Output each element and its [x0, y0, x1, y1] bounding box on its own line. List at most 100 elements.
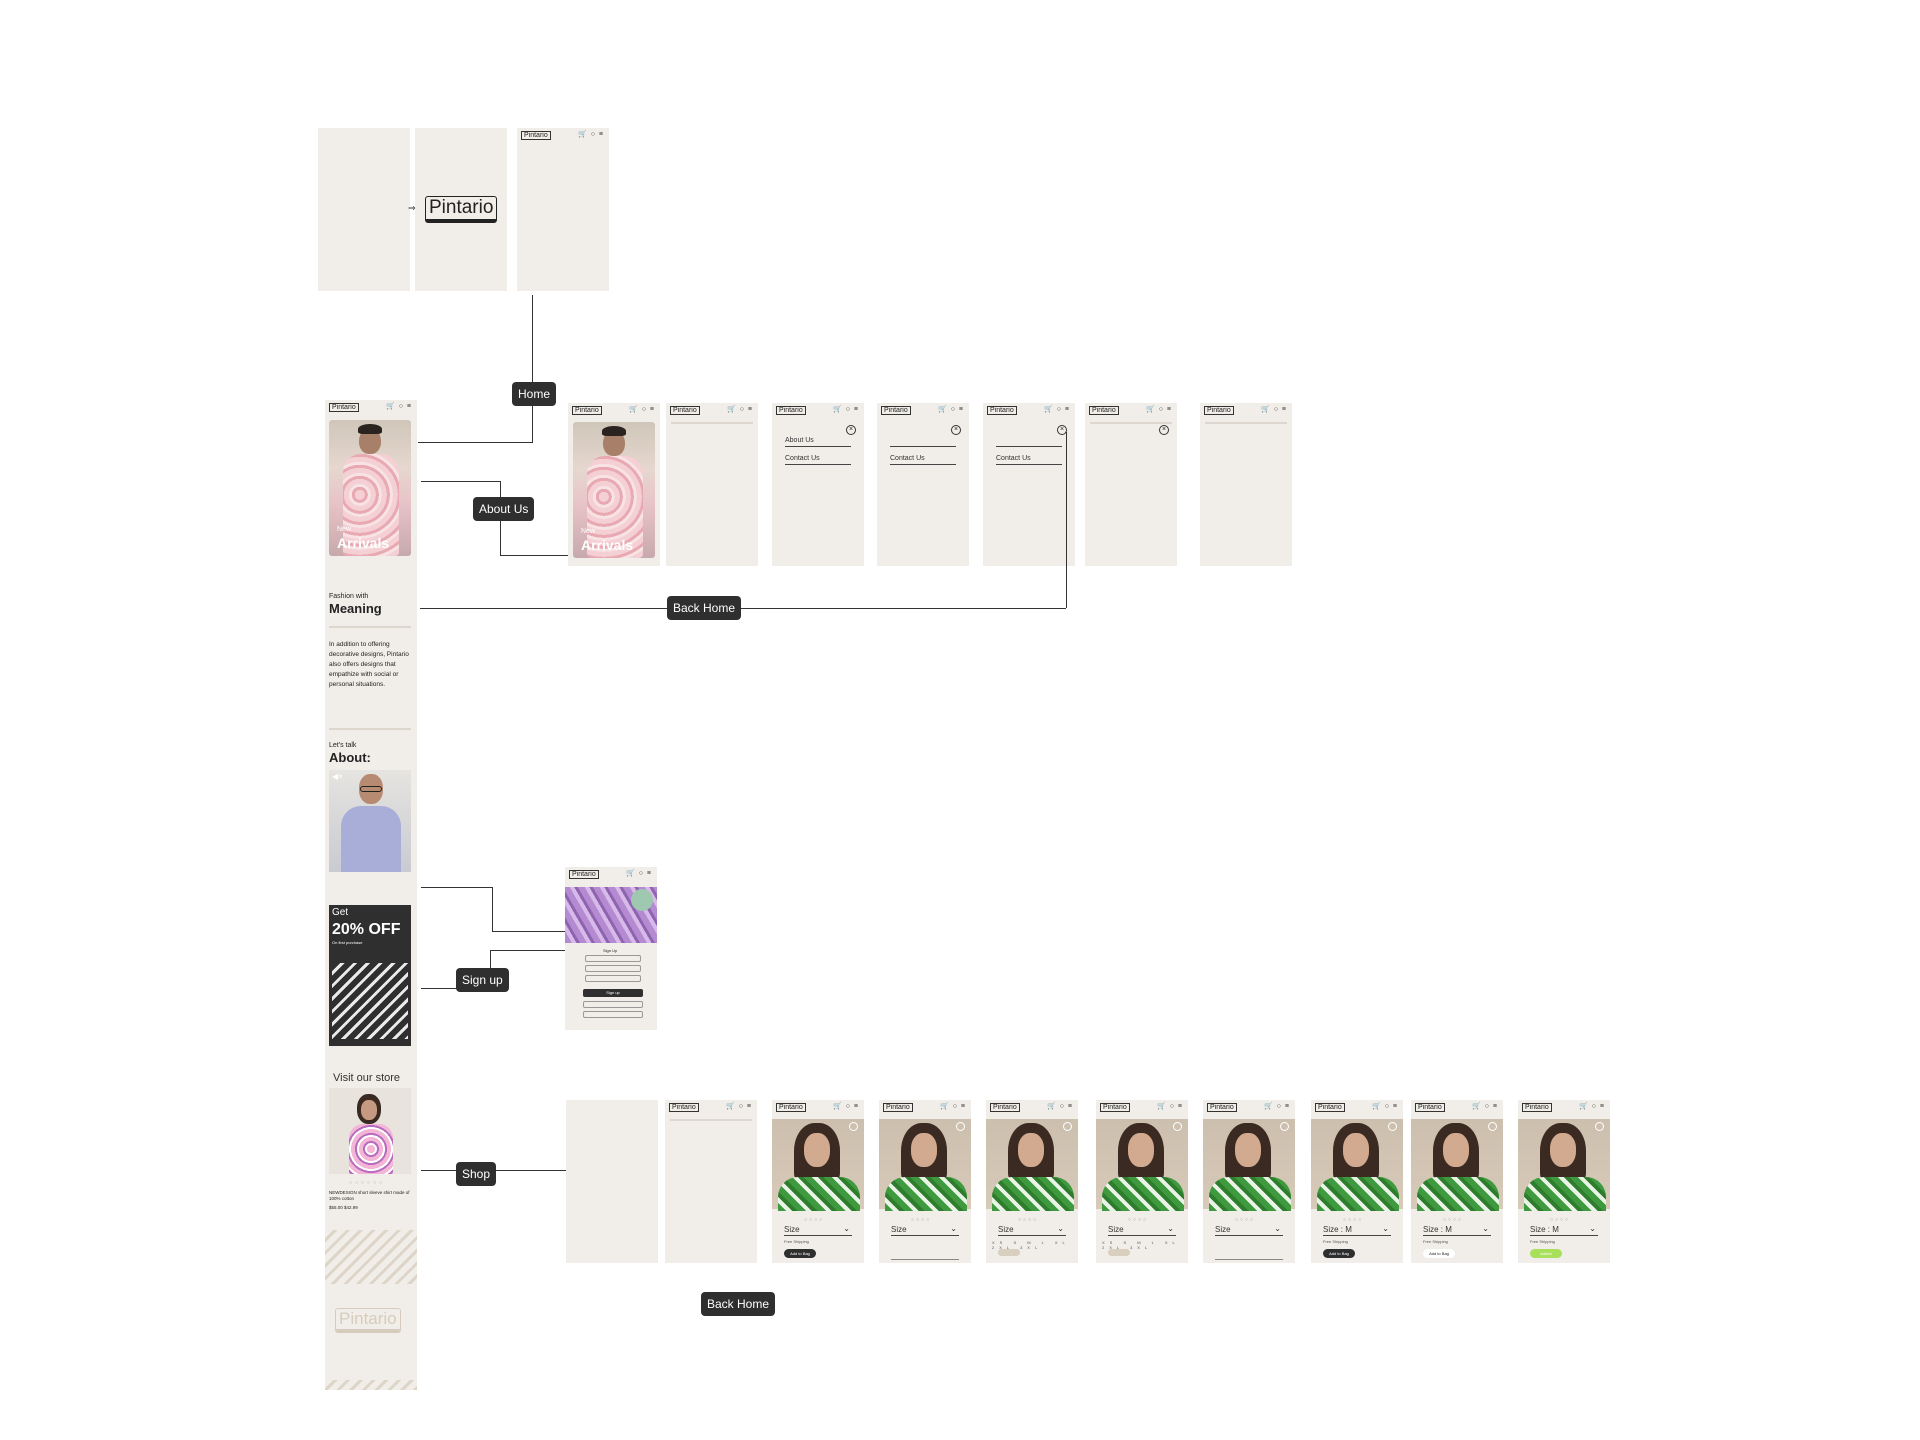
hero-image[interactable]: New Arrivals [573, 422, 655, 558]
size-select[interactable]: Size : M⌄ [1423, 1224, 1491, 1236]
nav-icons[interactable]: 🛒 ○ ≡ [1472, 1103, 1498, 1110]
close-icon[interactable] [1063, 1122, 1072, 1131]
logo[interactable]: Pintario [1315, 1103, 1345, 1112]
size-select[interactable]: Size : M⌄ [1323, 1224, 1391, 1236]
carousel-dots[interactable]: ○○○○ [1343, 1217, 1364, 1223]
close-icon[interactable] [1173, 1122, 1182, 1131]
product-image[interactable] [1096, 1119, 1188, 1211]
size-select[interactable]: Size⌄ [891, 1224, 959, 1236]
size-options[interactable]: XS S M L XL 2XL 3XL [992, 1240, 1070, 1250]
apple-signup-button[interactable] [583, 1011, 643, 1018]
menu-item-about[interactable]: About Us [785, 437, 851, 447]
product-image[interactable] [772, 1119, 864, 1211]
nav-icons[interactable]: 🛒 ○ ≡ [629, 406, 655, 413]
video-thumbnail[interactable]: ◀× [329, 770, 411, 872]
size-select[interactable]: Size⌄ [1215, 1224, 1283, 1236]
logo[interactable]: Pintario [1522, 1103, 1552, 1112]
logo[interactable]: Pintario [776, 1103, 806, 1112]
product-image[interactable] [1311, 1119, 1403, 1211]
carousel-dots[interactable]: ○○○○ [1128, 1217, 1149, 1223]
store-product-image[interactable] [329, 1088, 411, 1174]
logo[interactable]: Pintario [776, 406, 806, 415]
close-icon[interactable] [956, 1122, 965, 1131]
nav-icons[interactable]: 🛒 ○ ≡ [1146, 406, 1172, 413]
size-select[interactable]: Size : M⌄ [1530, 1224, 1598, 1236]
carousel-dots[interactable]: ○○○○ [1235, 1217, 1256, 1223]
nav-icons[interactable]: 🛒 ○ ≡ [1372, 1103, 1398, 1110]
size-options[interactable]: XS S M L XL 2XL 3XL [1102, 1240, 1180, 1250]
logo[interactable]: Pintario [883, 1103, 913, 1112]
logo[interactable]: Pintario [669, 1103, 699, 1112]
menu-item-about[interactable] [996, 437, 1062, 447]
nav-icons[interactable]: 🛒 ○ ≡ [1044, 406, 1070, 413]
close-icon[interactable] [1280, 1122, 1289, 1131]
google-signup-button[interactable] [583, 1001, 643, 1008]
hero-image[interactable]: New Arrivals [329, 420, 411, 556]
nav-icons[interactable]: 🛒 ○ ≡ [833, 406, 859, 413]
add-to-bag-button[interactable]: Add to Bag [1423, 1249, 1455, 1258]
nav-icons[interactable]: 🛒 ○ ≡ [833, 1103, 859, 1110]
product-image[interactable] [1203, 1119, 1295, 1211]
logo[interactable]: Pintario [521, 131, 551, 140]
logo[interactable]: Pintario [329, 403, 359, 412]
promo-card[interactable]: Get 20% OFF On first purchase [329, 905, 411, 1046]
product-image[interactable] [879, 1119, 971, 1211]
logo[interactable]: Pintario [1089, 406, 1119, 415]
logo[interactable]: Pintario [1204, 406, 1234, 415]
nav-icons[interactable]: 🛒 ○ ≡ [1157, 1103, 1183, 1110]
menu-item-contact[interactable]: Contact Us [785, 455, 851, 465]
logo[interactable]: Pintario [572, 406, 602, 415]
add-to-bag-button[interactable] [998, 1249, 1020, 1256]
close-icon[interactable] [1488, 1122, 1497, 1131]
menu-item-contact[interactable]: Contact Us [890, 455, 956, 465]
password-field[interactable] [585, 975, 641, 982]
close-icon[interactable] [849, 1122, 858, 1131]
product-image[interactable] [1411, 1119, 1503, 1211]
nav-icons[interactable]: 🛒 ○ ≡ [1264, 1103, 1290, 1110]
logo[interactable]: Pintario [1415, 1103, 1445, 1112]
product-image[interactable] [986, 1119, 1078, 1211]
nav-icons[interactable]: 🛒 ○ ≡ [1261, 406, 1287, 413]
size-select[interactable]: Size⌄ [1108, 1224, 1176, 1236]
mute-icon[interactable]: ◀× [332, 772, 343, 781]
size-select[interactable]: Size⌄ [784, 1224, 852, 1236]
carousel-dots[interactable]: ○○○○ [804, 1217, 825, 1223]
add-to-bag-button[interactable]: Add to Bag [784, 1249, 816, 1258]
nav-icons[interactable]: 🛒 ○ ≡ [386, 403, 412, 410]
menu-item-about[interactable] [890, 437, 956, 447]
logo[interactable]: Pintario [670, 406, 700, 415]
add-to-bag-button[interactable]: Added [1530, 1249, 1562, 1258]
close-icon[interactable] [1595, 1122, 1604, 1131]
nav-icons[interactable]: 🛒 ○ ≡ [1047, 1103, 1073, 1110]
logo[interactable]: Pintario [990, 1103, 1020, 1112]
nav-icons[interactable]: 🛒 ○ ≡ [727, 406, 753, 413]
add-to-bag-button[interactable]: Add to Bag [1323, 1249, 1355, 1258]
carousel-dots[interactable]: ○○○○ [911, 1217, 932, 1223]
add-to-bag-button[interactable] [1108, 1249, 1130, 1256]
carousel-dots[interactable]: ○○○○○○ [349, 1180, 386, 1186]
email-field[interactable] [585, 965, 641, 972]
size-select[interactable]: Size⌄ [998, 1224, 1066, 1236]
close-icon[interactable]: × [1057, 425, 1067, 435]
close-icon[interactable]: × [846, 425, 856, 435]
carousel-dots[interactable]: ○○○○ [1443, 1217, 1464, 1223]
logo[interactable]: Pintario [1207, 1103, 1237, 1112]
close-icon[interactable]: × [951, 425, 961, 435]
menu-item-contact[interactable]: Contact Us [996, 455, 1062, 465]
nav-icons[interactable]: 🛒 ○ ≡ [578, 131, 604, 138]
nav-icons[interactable]: 🛒 ○ ≡ [626, 870, 652, 877]
logo[interactable]: Pintario [987, 406, 1017, 415]
logo[interactable]: Pintario [881, 406, 911, 415]
signup-button[interactable]: Sign up [583, 989, 643, 997]
product-image[interactable] [1518, 1119, 1610, 1211]
nav-icons[interactable]: 🛒 ○ ≡ [726, 1103, 752, 1110]
logo[interactable]: Pintario [569, 870, 599, 879]
name-field[interactable] [585, 955, 641, 962]
nav-icons[interactable]: 🛒 ○ ≡ [938, 406, 964, 413]
carousel-dots[interactable]: ○○○○ [1550, 1217, 1571, 1223]
logo[interactable]: Pintario [1100, 1103, 1130, 1112]
close-icon[interactable] [1388, 1122, 1397, 1131]
nav-icons[interactable]: 🛒 ○ ≡ [1579, 1103, 1605, 1110]
carousel-dots[interactable]: ○○○○ [1018, 1217, 1039, 1223]
nav-icons[interactable]: 🛒 ○ ≡ [940, 1103, 966, 1110]
